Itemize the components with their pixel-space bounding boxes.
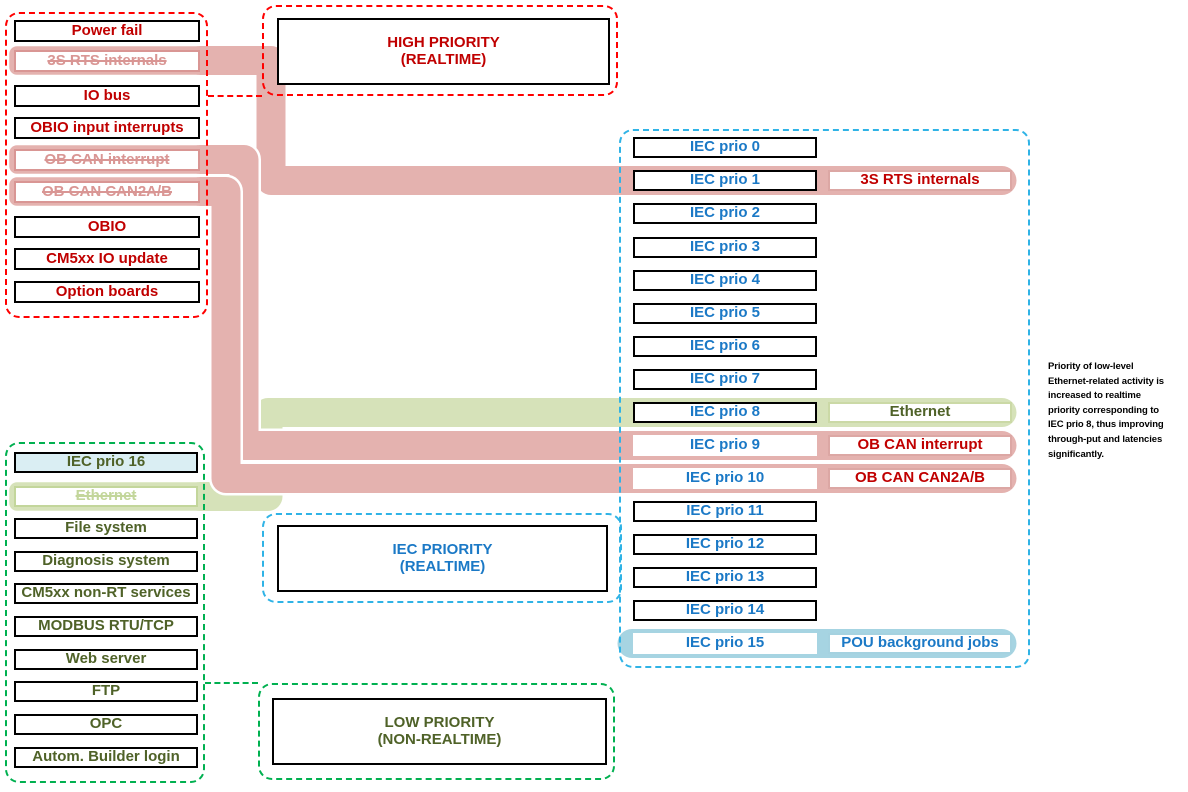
- iec-prio-11-row: IEC prio 11: [633, 501, 817, 522]
- high-priority-group-outline: [262, 5, 618, 96]
- iec-prio-15-row: IEC prio 15: [633, 633, 817, 654]
- iec-prio-1-row: IEC prio 1: [633, 170, 817, 191]
- iec-prio-0-row: IEC prio 0: [633, 137, 817, 158]
- iec-prio-3-row: IEC prio 3: [633, 237, 817, 258]
- item-cm5xx-io-update: CM5xx IO update: [14, 248, 200, 270]
- high-priority-line2: (REALTIME): [400, 50, 487, 68]
- item-iec-prio-16: IEC prio 16: [14, 452, 198, 473]
- iec-prio-14-row: IEC prio 14: [633, 600, 817, 621]
- ethernet-priority-annotation: Priority of low-level Ethernet-related a…: [1048, 361, 1164, 460]
- item-cm5xx-non-rt-services: CM5xx non-RT services: [14, 583, 198, 604]
- item-opc: OPC: [14, 714, 198, 735]
- item-ethernet-nonrt: Ethernet: [14, 486, 198, 507]
- label-ob-can-can2ab: OB CAN CAN2A/B: [828, 468, 1012, 489]
- iec-prio-10-row: IEC prio 10: [633, 468, 817, 489]
- iec-priority-line2: (REALTIME): [399, 557, 486, 575]
- high-priority-line1: HIGH PRIORITY: [387, 34, 500, 51]
- iec-prio-4-row: IEC prio 4: [633, 270, 817, 291]
- label-ob-can-interrupt: OB CAN interrupt: [828, 435, 1012, 456]
- item-3s-rts-internals: 3S RTS internals: [14, 50, 200, 72]
- item-ftp: FTP: [14, 681, 198, 702]
- item-autom-builder-login: Autom. Builder login: [14, 747, 198, 768]
- low-priority-line1: LOW PRIORITY: [384, 714, 495, 731]
- red-group-connector: [208, 95, 262, 97]
- lowprio-group-outline: [5, 442, 205, 783]
- item-option-boards: Option boards: [14, 281, 200, 303]
- iec-prio-7-row: IEC prio 7: [633, 369, 817, 390]
- iec-priority-line1: IEC PRIORITY: [392, 541, 493, 558]
- iec-prio-12-row: IEC prio 12: [633, 534, 817, 555]
- iec-prio-8-row: IEC prio 8: [633, 402, 817, 423]
- label-pou-background-jobs: POU background jobs: [828, 633, 1012, 654]
- green-group-connector: [205, 682, 258, 684]
- interrupt-group-outline: [5, 12, 208, 318]
- low-priority-header: LOW PRIORITY (NON-REALTIME): [272, 698, 607, 765]
- label-ethernet-realtime: Ethernet: [828, 402, 1012, 423]
- item-ob-can-interrupt: OB CAN interrupt: [14, 149, 200, 171]
- iec-priority-label-outline: [262, 513, 622, 603]
- item-obio-input-interrupts: OBIO input interrupts: [14, 117, 200, 139]
- low-priority-group-outline: [258, 683, 615, 780]
- iec-prio-group-outline: [619, 129, 1030, 668]
- iec-prio-6-row: IEC prio 6: [633, 336, 817, 357]
- item-modbus-rtu-tcp: MODBUS RTU/TCP: [14, 616, 198, 637]
- label-3s-rts-internals: 3S RTS internals: [828, 170, 1012, 191]
- item-power-fail: Power fail: [14, 20, 200, 42]
- low-priority-line2: (NON-REALTIME): [377, 730, 502, 748]
- item-ob-can-can2ab: OB CAN CAN2A/B: [14, 181, 200, 203]
- item-obio: OBIO: [14, 216, 200, 238]
- item-diagnosis-system: Diagnosis system: [14, 551, 198, 572]
- iec-prio-5-row: IEC prio 5: [633, 303, 817, 324]
- item-io-bus: IO bus: [14, 85, 200, 107]
- high-priority-header: HIGH PRIORITY (REALTIME): [277, 18, 610, 85]
- iec-prio-9-row: IEC prio 9: [633, 435, 817, 456]
- iec-priority-header: IEC PRIORITY (REALTIME): [277, 525, 608, 592]
- iec-prio-2-row: IEC prio 2: [633, 203, 817, 224]
- item-web-server: Web server: [14, 649, 198, 670]
- iec-prio-13-row: IEC prio 13: [633, 567, 817, 588]
- item-file-system: File system: [14, 518, 198, 539]
